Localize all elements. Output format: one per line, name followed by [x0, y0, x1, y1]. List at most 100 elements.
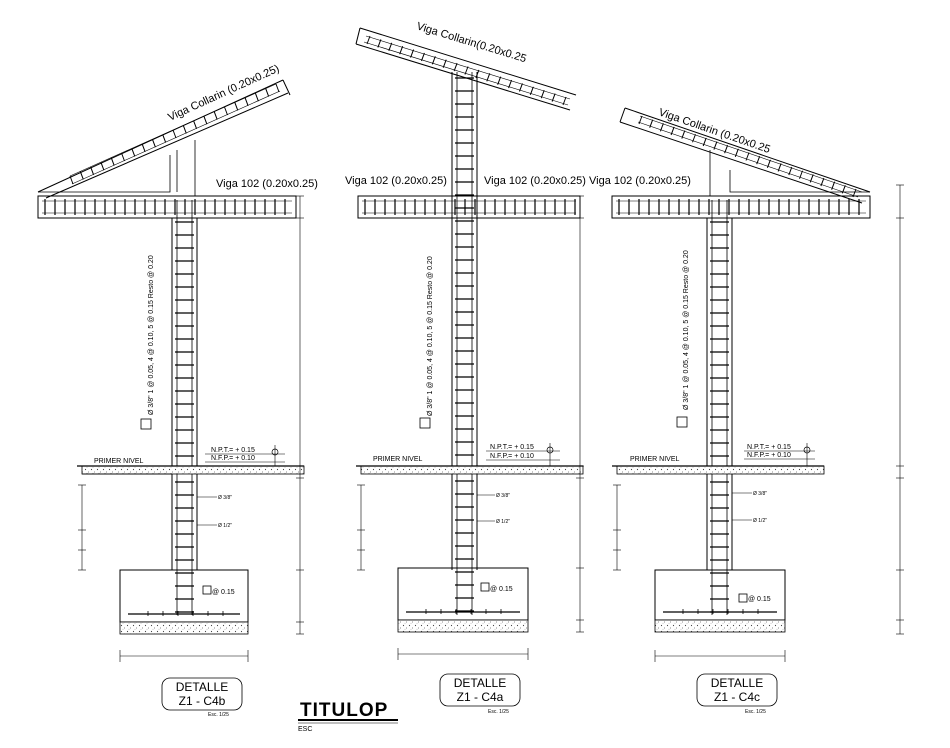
stirrup-tick — [670, 126, 675, 136]
column-stirrups — [710, 221, 729, 613]
stirrup-tick — [464, 66, 469, 75]
caption-title: DETALLE — [711, 676, 763, 690]
beam-horizontal — [37, 195, 297, 219]
detail-c4a: Ø 3/8" Ø 1/2" Viga Collarin(0.20x0.25 Vi… — [345, 20, 586, 715]
beam-label: Viga 102 (0.20x0.25) — [216, 178, 318, 190]
stirrup-tick — [820, 177, 825, 187]
drawing-title: TITULOP ESC — [298, 700, 398, 733]
stirrup-tick — [234, 102, 239, 111]
stirrup-tick — [442, 59, 447, 68]
beam-left-label: Viga 102 (0.20x0.25) — [345, 175, 447, 187]
stirrup-tick — [756, 155, 761, 165]
stirrup-tick — [172, 129, 177, 139]
level-label: PRIMER NIVEL — [373, 456, 423, 463]
footing-spacing: @ 0.15 — [212, 589, 235, 596]
footing-spacing: @ 0.15 — [748, 596, 771, 603]
stirrup-tick — [453, 62, 458, 72]
stirrup-tick — [799, 170, 803, 179]
caption-title: DETALLE — [454, 676, 506, 690]
stirrup-tick — [809, 174, 814, 183]
stirrup-tick — [151, 139, 156, 148]
stirrup-tick — [121, 152, 125, 162]
svg-text:Ø 1/2": Ø 1/2" — [496, 519, 510, 525]
stirrup-tick — [100, 162, 105, 171]
stirrup-tick — [254, 93, 259, 102]
collar-beam-label: Viga Collarin (0.20x0.25) — [166, 63, 281, 124]
caption-code: Z1 - C4b — [179, 694, 226, 708]
beam-left-label: Viga 102 (0.20x0.25) — [589, 175, 691, 187]
stirrup-tick — [724, 145, 729, 154]
stirrup-tick — [649, 119, 654, 128]
column-stirrups — [175, 221, 194, 613]
stirrup-tick — [399, 45, 404, 55]
stirrup-tick — [224, 106, 228, 116]
stirrup-tick — [213, 111, 218, 120]
caption-code: Z1 - C4c — [714, 690, 760, 704]
stirrup-tick — [162, 134, 167, 143]
caption-title: DETALLE — [176, 680, 228, 694]
npt-label: N.P.T.= + 0.15 — [747, 444, 791, 451]
beam-right-label: Viga 102 (0.20x0.25) — [484, 175, 586, 187]
stirrup-tick — [745, 152, 750, 161]
level-label: PRIMER NIVEL — [94, 458, 144, 465]
stirrup-tick — [734, 148, 739, 158]
collar-beam-stirrups — [69, 83, 280, 185]
stirrup-tick — [529, 86, 534, 96]
stirrup-tick — [681, 130, 686, 139]
svg-text:Ø 3/8": Ø 3/8" — [496, 493, 510, 499]
stirrup-tick — [203, 116, 208, 125]
svg-text:Ø 3/8": Ø 3/8" — [218, 495, 232, 501]
collar-beam-label: Viga Collarin(0.20x0.25 — [415, 20, 528, 65]
stirrup-tick — [377, 39, 382, 48]
stirrup-tick — [497, 76, 502, 85]
caption-scale: Esc. 1/25 — [745, 709, 766, 715]
stirrup-tick — [540, 90, 545, 99]
nfp-label: N.F.P.= + 0.10 — [747, 452, 791, 459]
svg-text:Ø 1/2": Ø 1/2" — [218, 523, 232, 529]
stirrup-tick — [420, 52, 425, 62]
footing-spacing: @ 0.15 — [490, 586, 513, 593]
title-text: TITULOP — [300, 700, 388, 721]
stirrup-tick — [141, 143, 146, 152]
column — [171, 200, 198, 615]
column-stirrups — [455, 77, 474, 612]
stirrup-tick — [410, 49, 415, 58]
stirrup-tick — [275, 83, 280, 93]
stirrup-tick — [831, 181, 836, 190]
stirrup-tick — [766, 159, 771, 168]
beam-horizontal — [357, 195, 581, 219]
stirrup-tick — [366, 35, 371, 45]
collar-beam-stirrups — [366, 35, 567, 106]
beam-stirrups — [364, 199, 576, 215]
nfp-label: N.F.P.= + 0.10 — [490, 453, 534, 460]
stirrup-tick — [659, 123, 664, 132]
stirrup-spec: Ø 3/8" 1 @ 0.05, 4 @ 0.10, 5 @ 0.15 Rest… — [427, 256, 434, 416]
caption-scale: Esc. 1/25 — [488, 709, 509, 715]
stirrup-tick — [518, 83, 523, 92]
beam-stirrups — [618, 199, 860, 215]
stirrup-tick — [562, 96, 567, 106]
stirrup-tick — [638, 115, 643, 125]
detail-c4c: Ø 3/8" Ø 1/2" Viga Collarin (0.20x0.25 V… — [589, 106, 904, 715]
stirrup-tick — [713, 141, 718, 150]
stirrup-tick — [131, 148, 136, 157]
beam-stirrups — [44, 199, 286, 215]
stirrup-tick — [788, 166, 793, 176]
stirrup-tick — [79, 171, 84, 180]
stirrup-tick — [431, 56, 436, 65]
stirrup-tick — [388, 42, 393, 51]
stirrup-tick — [69, 175, 74, 185]
stirrup-tick — [182, 125, 187, 134]
stirrup-tick — [244, 97, 249, 106]
stirrup-tick — [90, 166, 95, 175]
stirrup-spec: Ø 3/8" 1 @ 0.05, 4 @ 0.10, 5 @ 0.15 Rest… — [148, 255, 155, 415]
svg-text:Ø 1/2": Ø 1/2" — [753, 518, 767, 524]
detail-c4b: Ø 3/8" Ø 1/2" Viga Collarin (0.20x0.25) … — [37, 63, 318, 718]
stirrup-spec: Ø 3/8" 1 @ 0.05, 4 @ 0.10, 5 @ 0.15 Rest… — [683, 250, 690, 410]
npt-label: N.P.T.= + 0.15 — [490, 444, 534, 451]
column — [706, 200, 733, 615]
stirrup-tick — [265, 88, 270, 97]
stirrup-tick — [777, 163, 782, 172]
stirrup-tick — [508, 79, 513, 89]
